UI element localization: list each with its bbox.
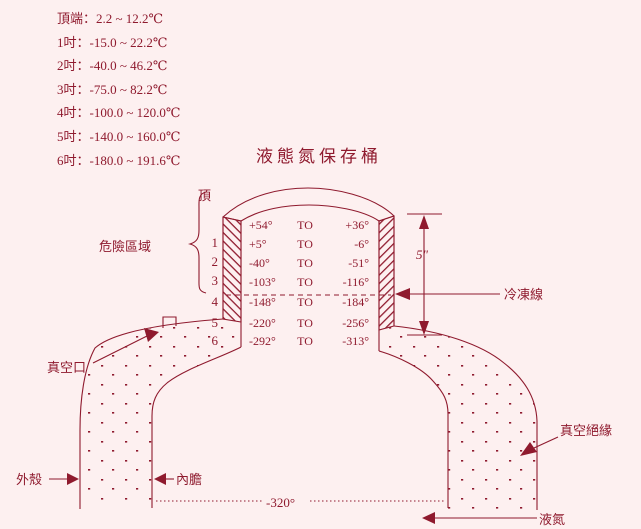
temp-left: -292° [249,334,276,348]
temp-range-2in: 2吋：-40.0 ~ 46.2℃ [57,58,168,74]
arrow-up-icon [419,215,429,229]
temperature-row-3: -103° TO -116° [249,275,369,289]
temp-range-top: 頂端：2.2 ~ 12.2℃ [57,11,164,26]
arrow-down-icon [419,321,429,335]
temperature-row-top: +54° TO +36° [249,218,369,232]
vacuum-insulation-left-region [80,319,241,507]
temp-to: TO [297,275,313,289]
vacuum-insulation-label: 真空絕緣 [560,423,612,438]
zone-number-4: 4 [212,294,219,309]
vacuum-insulation-leader [533,436,559,449]
bottom-temp-label: -320° [266,495,295,510]
top-label: 頂 [198,188,211,203]
zone-number-6: 6 [212,333,219,348]
vacuum-port-shape [162,316,177,328]
liquid-nitrogen-callout: 液氮 [422,512,565,527]
zone-number-3: 3 [212,273,219,288]
arrow-left-icon [422,512,435,524]
temp-to: TO [297,256,313,270]
liquid-nitrogen-label: 液氮 [539,512,565,527]
temperature-row-6: -292° TO -313° [249,334,369,348]
neck-height-dimension: 5" [407,213,442,336]
vacuum-port-arrowhead-icon [144,328,159,342]
zone-number-5: 5 [212,315,219,330]
temp-right: +36° [345,218,369,232]
inner-tank-right-wall [378,350,449,508]
neck-left-hatched-wall [222,216,242,323]
lid-outer-curve [222,187,395,218]
temp-right: -313° [342,334,369,348]
zone-number-2: 2 [212,254,219,269]
outer-shell-left-wall [79,318,224,509]
temp-right: -256° [342,316,369,330]
temp-to: TO [297,316,313,330]
temperature-row-4: -148° TO -184° [249,295,369,309]
freeze-line-label: 冷凍線 [504,287,543,302]
inner-tank-left-wall [151,346,242,508]
temp-range-6in: 6吋：-180.0 ~ 191.6℃ [57,152,181,168]
temp-range-5in: 5吋：-140.0 ~ 160.0℃ [57,128,181,144]
temp-right: -184° [342,295,369,309]
temp-left: -40° [249,256,270,270]
outer-shell-right-wall [393,325,538,510]
temp-left: +5° [249,237,267,251]
inner-tank-label: 內膽 [176,472,202,487]
temp-range-1in: 1吋：-15.0 ~ 22.2℃ [57,34,168,50]
temperature-range-list: 頂端：2.2 ~ 12.2℃ 1吋：-15.0 ~ 22.2℃ 2吋：-40.0… [57,7,180,172]
temp-range-3in: 3吋：-75.0 ~ 82.2℃ [57,81,168,97]
page-title: 液態氮保存桶 [256,147,382,166]
temp-left: -220° [249,316,276,330]
arrow-left-icon [154,473,166,485]
arrow-right-icon [67,473,79,485]
neck-right-hatched-wall [378,215,395,331]
temperature-row-1: +5° TO -6° [249,237,369,251]
freeze-line-callout: 冷凍線 [395,287,543,302]
inner-tank-callout: 內膽 [154,472,202,487]
temp-right: -116° [343,275,370,289]
temperature-row-5: -220° TO -256° [249,316,369,330]
vacuum-insulation-right-region [379,326,537,509]
vacuum-port-label: 真空口 [47,360,86,375]
temp-to: TO [297,218,313,232]
vacuum-insulation-callout: 真空絕緣 [520,423,612,456]
temp-to: TO [297,334,313,348]
neck-height-label: 5" [416,247,429,262]
vacuum-port-leader-line [92,335,148,364]
temperature-row-2: -40° TO -51° [249,256,369,270]
arrow-down-left-icon [520,442,537,456]
zone-number-1: 1 [212,235,219,250]
bottom-temperature: -320° [156,495,446,510]
outer-shell-label: 外殼 [16,472,42,487]
temp-to: TO [297,295,313,309]
temp-right: -6° [354,237,369,251]
temp-right: -51° [348,256,369,270]
temp-range-4in: 4吋：-100.0 ~ 120.0℃ [57,105,181,121]
temp-left: -148° [249,295,276,309]
lid-inner-curve [240,204,380,222]
temp-to: TO [297,237,313,251]
danger-zone-brace [188,191,207,294]
temp-left: +54° [249,218,273,232]
arrow-left-icon [395,288,410,300]
danger-zone-label: 危險區域 [99,239,151,254]
outer-shell-callout: 外殼 [16,472,79,487]
temp-left: -103° [249,275,276,289]
